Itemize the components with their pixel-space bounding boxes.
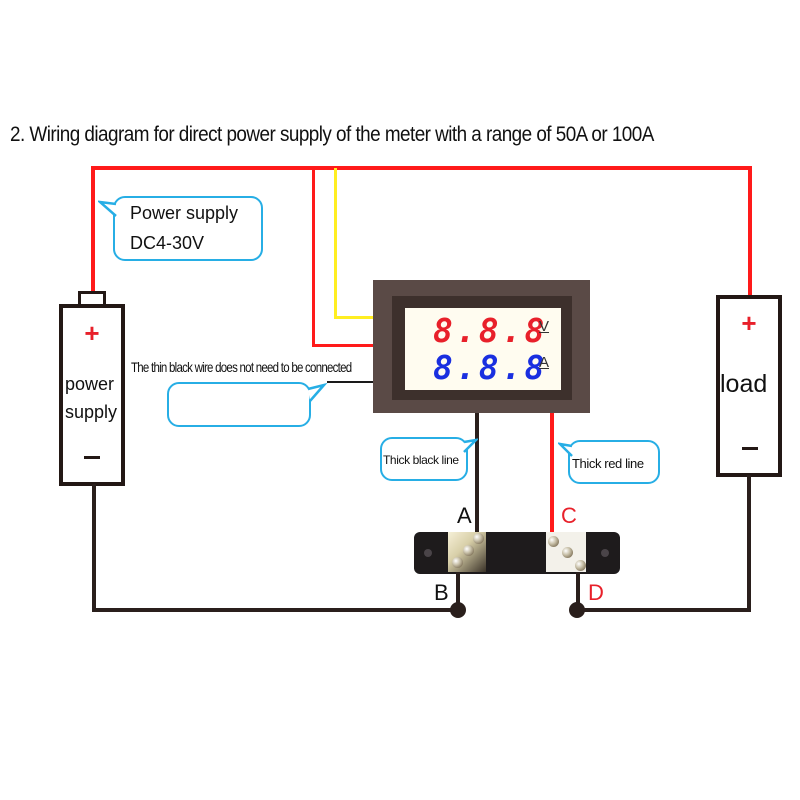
thin-black-wire [327,381,374,383]
voltage-display: 8.8.8 [433,311,548,350]
thick-red-line-label: Thick red line [572,456,644,471]
load-label: load [720,370,768,398]
current-unit: A [539,354,550,371]
thin-red-wire-meter-h [312,344,374,347]
screw-a [473,533,484,544]
screw-d [575,560,586,571]
red-wire-power-plus [91,166,95,294]
diagram-title: 2. Wiring diagram for direct power suppl… [10,123,654,146]
shunt-resistor [414,532,620,574]
thick-black-line-callout-tail [463,438,478,453]
power-supply-label-line2: supply [65,402,118,422]
screw-left-mid [463,545,474,556]
node-d [569,602,585,618]
voltage-unit: V [539,318,550,335]
screw-b [452,557,463,568]
terminal-label-b: B [434,580,449,605]
shunt-mount-hole-right [601,549,609,557]
load-plus-sign: + [741,308,757,338]
shunt-mount-hole-left [424,549,432,557]
node-b [450,602,466,618]
power-supply-callout-line1: Power supply [130,203,239,223]
thin-red-wire-meter [312,166,315,346]
power-supply-callout-tail [98,200,117,217]
screw-c [548,536,559,547]
power-supply-minus-sign [84,456,100,459]
red-wire-load-plus [748,166,752,296]
wire-b-leg [456,572,460,610]
thin-black-wire-callout [167,382,311,427]
thin-black-wire-note: The thin black wire does not need to be … [131,359,352,375]
black-wire-bottom-right [574,608,751,612]
thick-red-line-callout-tail [558,442,573,457]
wire-d-leg [576,572,580,610]
thick-red-line-callout [568,440,660,484]
black-wire-bottom-left [92,608,462,612]
power-supply-box [59,304,125,486]
terminal-label-d: D [588,580,604,605]
screw-right-mid [562,547,573,558]
power-supply-plus-sign: + [84,318,100,348]
power-supply-callout [113,196,263,261]
load-minus-sign [742,447,758,450]
power-supply-label-line1: power [65,374,115,394]
thick-black-line-callout [380,437,468,481]
black-wire-power-minus [92,484,96,612]
thick-red-wire [550,413,554,535]
terminal-label-c: C [561,503,577,528]
red-wire-top [91,166,752,170]
yellow-wire-meter-h [334,316,374,319]
current-display: 8.8.8 [433,348,548,387]
meter-screen [405,308,561,390]
thick-black-line-label: Thick black line [383,453,459,467]
black-wire-load-minus [747,475,751,612]
thin-black-wire-callout-tail [307,383,328,402]
thick-black-wire [475,413,479,535]
yellow-wire-meter [334,168,337,318]
power-supply-callout-line2: DC4-30V [130,233,205,253]
terminal-label-a: A [457,503,472,528]
